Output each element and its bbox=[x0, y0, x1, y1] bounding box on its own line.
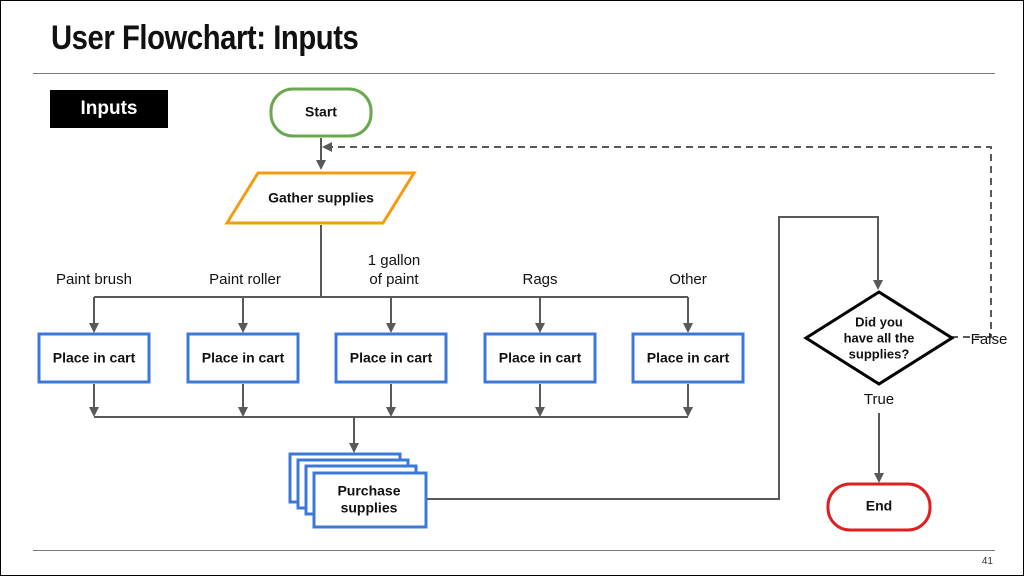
true-label: True bbox=[864, 391, 894, 408]
start-shape bbox=[269, 87, 373, 138]
cart-box-4 bbox=[483, 332, 597, 384]
item-label-paint-roller: Paint roller bbox=[209, 271, 281, 288]
item-label-rags: Rags bbox=[522, 271, 557, 288]
gather-label: Gather supplies bbox=[268, 190, 374, 206]
page-title: User Flowchart: Inputs bbox=[51, 19, 359, 57]
decision-label-line1: Did you bbox=[855, 314, 903, 329]
purchase-to-decision-arrow bbox=[426, 216, 883, 500]
cart-label-5: Place in cart bbox=[647, 350, 730, 366]
decision-node: Did you have all the supplies? bbox=[803, 290, 955, 386]
start-node: Start bbox=[269, 87, 373, 138]
purchase-label-line1: Purchase bbox=[337, 483, 400, 499]
cart-label-4: Place in cart bbox=[499, 350, 582, 366]
end-shape bbox=[826, 482, 932, 532]
gather-shape bbox=[224, 171, 417, 225]
start-label: Start bbox=[305, 104, 337, 120]
item-label-gallon-line1: 1 gallon bbox=[368, 252, 421, 269]
gather-node: Gather supplies bbox=[224, 171, 417, 225]
connectors bbox=[89, 138, 992, 500]
false-loop-arrow bbox=[322, 142, 992, 338]
section-label: Inputs bbox=[50, 90, 168, 128]
end-node: End bbox=[826, 482, 932, 532]
decision-label-line3: supplies? bbox=[849, 346, 910, 361]
cart-box-2 bbox=[186, 332, 300, 384]
purchase-node: Purchase supplies bbox=[288, 452, 428, 529]
item-labels: Paint brush Paint roller 1 gallon of pai… bbox=[56, 252, 707, 288]
cart-label-2: Place in cart bbox=[202, 350, 285, 366]
item-label-other: Other bbox=[669, 271, 707, 288]
item-label-paint-brush: Paint brush bbox=[56, 271, 132, 288]
page-number: 41 bbox=[981, 556, 993, 567]
cart-box-5 bbox=[631, 332, 745, 384]
purchase-doc-front bbox=[312, 471, 428, 529]
cart-boxes: Place in cart Place in cart Place in car… bbox=[37, 332, 745, 384]
title-divider bbox=[33, 73, 995, 74]
cart-label-3: Place in cart bbox=[350, 350, 433, 366]
false-label: False bbox=[971, 331, 1008, 348]
purchase-label-line2: supplies bbox=[341, 500, 398, 516]
decision-shape bbox=[803, 290, 955, 386]
cart-label-1: Place in cart bbox=[53, 350, 136, 366]
footer-divider bbox=[33, 550, 995, 551]
item-label-gallon-line2: of paint bbox=[369, 271, 419, 288]
cart-box-1 bbox=[37, 332, 151, 384]
cart-box-3 bbox=[334, 332, 448, 384]
decision-label-line2: have all the bbox=[844, 330, 915, 345]
end-label: End bbox=[866, 498, 892, 514]
